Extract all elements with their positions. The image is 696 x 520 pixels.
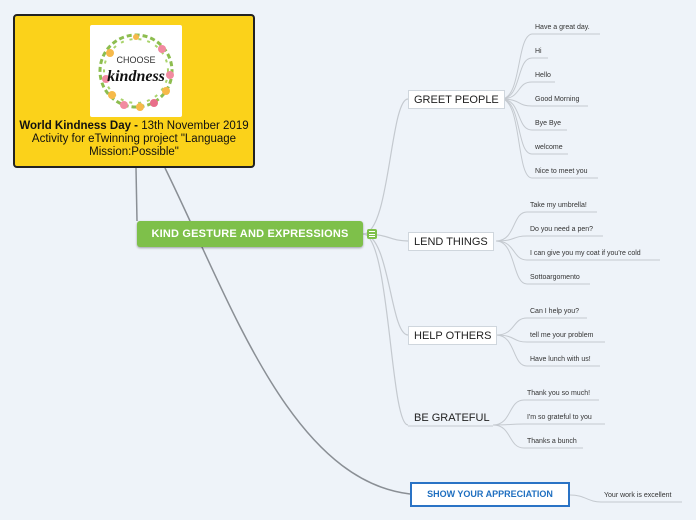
subtopic-leaf[interactable]: Nice to meet you: [535, 168, 588, 175]
svg-text:kindness: kindness: [107, 68, 165, 85]
subtopic-leaf[interactable]: I'm so grateful to you: [527, 414, 592, 421]
subtopic-leaf[interactable]: Sottoargomento: [530, 274, 580, 281]
subtopic-leaf[interactable]: Good Morning: [535, 96, 579, 103]
topic-lend-things[interactable]: LEND THINGS: [408, 232, 494, 251]
subtopic-leaf[interactable]: Hello: [535, 72, 551, 79]
collapse-toggle-icon[interactable]: [367, 229, 377, 239]
topic-help-others[interactable]: HELP OTHERS: [408, 326, 497, 345]
subtopic-leaf[interactable]: Do you need a pen?: [530, 226, 593, 233]
subtopic-leaf[interactable]: Your work is excellent: [604, 492, 671, 499]
choose-kindness-logo: CHOOSE kindness: [90, 25, 182, 117]
subtopic-leaf[interactable]: Have lunch with us!: [530, 356, 591, 363]
root-topic-card[interactable]: CHOOSE kindness World Kindness Day - 13t…: [13, 14, 255, 168]
subtopic-leaf[interactable]: Take my umbrella!: [530, 202, 587, 209]
subtopic-leaf[interactable]: Thanks a bunch: [527, 438, 577, 445]
subtopic-leaf[interactable]: welcome: [535, 144, 563, 151]
subtopic-leaf[interactable]: Can I help you?: [530, 308, 579, 315]
svg-text:CHOOSE: CHOOSE: [116, 55, 155, 65]
topic-greet-people[interactable]: GREET PEOPLE: [408, 90, 505, 109]
topic-show-your-appreciation[interactable]: SHOW YOUR APPRECIATION: [410, 482, 570, 507]
root-caption: World Kindness Day - 13th November 2019 …: [19, 120, 249, 159]
subtopic-leaf[interactable]: Have a great day.: [535, 24, 590, 31]
topic-be-grateful[interactable]: BE GRATEFUL: [408, 408, 496, 427]
central-topic[interactable]: KIND GESTURE AND EXPRESSIONS: [137, 221, 363, 247]
subtopic-leaf[interactable]: Hi: [535, 48, 542, 55]
root-caption-title: World Kindness Day -: [19, 120, 141, 132]
subtopic-leaf[interactable]: Bye Bye: [535, 120, 561, 127]
subtopic-leaf[interactable]: Thank you so much!: [527, 390, 590, 397]
subtopic-leaf[interactable]: tell me your problem: [530, 332, 593, 339]
subtopic-leaf[interactable]: I can give you my coat if you're cold: [530, 250, 641, 257]
